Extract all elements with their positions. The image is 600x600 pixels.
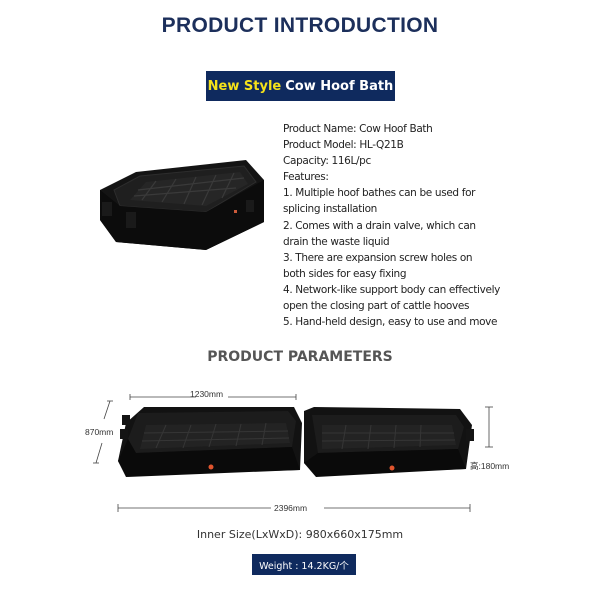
feature-line: open the closing part of cattle hooves <box>283 300 470 313</box>
dim-length-single: 1230mm <box>190 389 224 399</box>
inner-size: Inner Size(LxWxD): 980x660x175mm <box>196 528 404 541</box>
product-capacity: Capacity: 116L/pc <box>283 155 371 168</box>
weight-badge: Weight : 14.2KG/个 <box>252 554 356 575</box>
feature-line: 3. There are expansion screw holes on <box>283 251 473 264</box>
product-banner: New Style Cow Hoof Bath <box>206 71 395 101</box>
dimension-diagram: 1230mm 870mm 高:180mm 2396mm <box>85 385 526 520</box>
feature-line: drain the waste liquid <box>283 235 390 248</box>
banner-text: Cow Hoof Bath <box>285 78 394 94</box>
feature-line: 4. Network-like support body can effecti… <box>283 283 501 296</box>
feature-line: splicing installation <box>283 203 377 216</box>
product-info: Product Name: Cow Hoof Bath Product Mode… <box>283 121 523 330</box>
parameters-title: PRODUCT PARAMETERS <box>207 349 393 365</box>
double-tub-image <box>93 394 493 512</box>
dim-width: 870mm <box>85 427 114 437</box>
page-title: PRODUCT INTRODUCTION <box>161 14 439 37</box>
banner-highlight: New Style <box>207 78 282 94</box>
feature-line: 2. Comes with a drain valve, which can <box>283 219 476 232</box>
feature-line: 1. Multiple hoof bathes can be used for <box>283 187 476 200</box>
features-label: Features: <box>283 171 329 184</box>
feature-line: 5. Hand-held design, easy to use and mov… <box>283 316 498 329</box>
product-model: Product Model: HL-Q21B <box>283 139 404 152</box>
feature-line: both sides for easy fixing <box>283 267 407 280</box>
product-name: Product Name: Cow Hoof Bath <box>283 123 433 135</box>
dim-length-total: 2396mm <box>274 503 308 513</box>
product-image <box>100 160 264 250</box>
dim-height: 高:180mm <box>470 461 510 471</box>
